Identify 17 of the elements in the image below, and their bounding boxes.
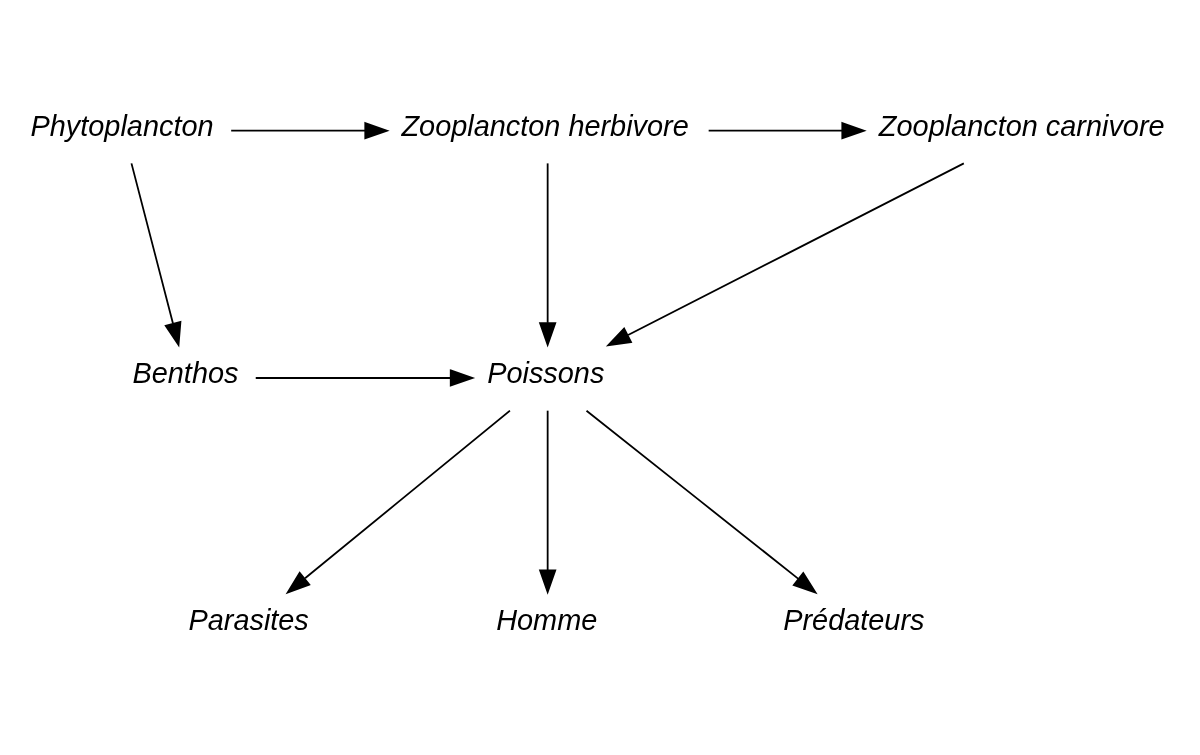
node-text: Zooplancton carnivore: [878, 109, 1165, 142]
node-text: Zooplancton herbivore: [401, 109, 689, 142]
arrow: [707, 121, 867, 140]
arrow: [285, 409, 511, 594]
node-text: Parasites: [188, 603, 309, 636]
arrow: [538, 409, 557, 595]
node-text: Homme: [496, 603, 598, 636]
node-text: Phytoplancton: [30, 109, 214, 142]
arrow: [230, 121, 390, 140]
node-text: Poissons: [487, 356, 605, 389]
arrow: [605, 161, 965, 346]
arrow: [254, 368, 476, 387]
arrow: [538, 161, 557, 348]
node-text: Benthos: [132, 356, 239, 389]
arrow: [130, 161, 182, 347]
arrow: [585, 409, 818, 594]
node-text: Prédateurs: [783, 603, 925, 636]
